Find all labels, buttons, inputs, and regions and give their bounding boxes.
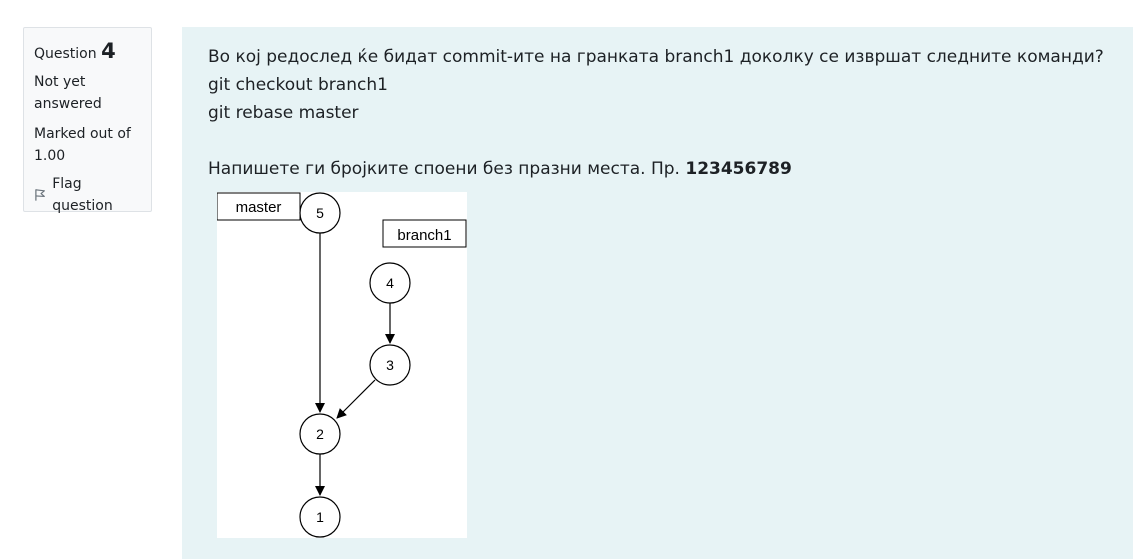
question-line-1: Во кој редослед ќе бидат commit-ите на г… [208, 47, 1104, 67]
edge-3-2 [336, 379, 376, 419]
instruction-example: 123456789 [685, 159, 792, 179]
commit-node-2: 2 [299, 413, 341, 455]
question-number: Question 4 [34, 36, 141, 69]
svg-text:4: 4 [386, 275, 394, 291]
question-number-value: 4 [101, 39, 116, 63]
commit-node-4: 4 [369, 262, 411, 304]
commit-node-1: 1 [299, 496, 341, 538]
git-graph-svg: master branch1 5 4 3 [216, 192, 467, 538]
question-line-2: git checkout branch1 [208, 75, 388, 95]
svg-text:branch1: branch1 [397, 227, 451, 244]
svg-text:1: 1 [316, 509, 324, 525]
svg-text:5: 5 [316, 205, 324, 221]
commit-node-3: 3 [369, 344, 411, 386]
flag-question-button[interactable]: Flag question [34, 173, 141, 217]
git-commit-diagram: master branch1 5 4 3 [216, 192, 467, 538]
question-grade: Marked out of 1.00 [34, 126, 131, 164]
question-info-panel: Question 4 Not yet answered Marked out o… [23, 27, 152, 214]
question-line-3: git rebase master [208, 103, 359, 123]
flag-question-label: Flag question [52, 176, 113, 214]
commit-node-5: 5 [299, 192, 341, 234]
question-content: Во кој редослед ќе бидат commit-ите на г… [182, 27, 1133, 559]
branch1-label: branch1 [382, 219, 467, 248]
question-text: Во кој редослед ќе бидат commit-ите на г… [208, 43, 1133, 183]
svg-text:2: 2 [316, 426, 324, 442]
svg-text:3: 3 [386, 357, 394, 373]
question-state: Not yet answered [34, 74, 102, 112]
flag-icon [35, 189, 45, 201]
instruction-text: Напишете ги бројките споени без празни м… [208, 159, 680, 179]
question-label: Question [34, 46, 97, 62]
question-instruction: Напишете ги бројките споени без празни м… [208, 155, 1133, 183]
svg-text:master: master [236, 199, 282, 216]
master-label: master [216, 192, 301, 221]
